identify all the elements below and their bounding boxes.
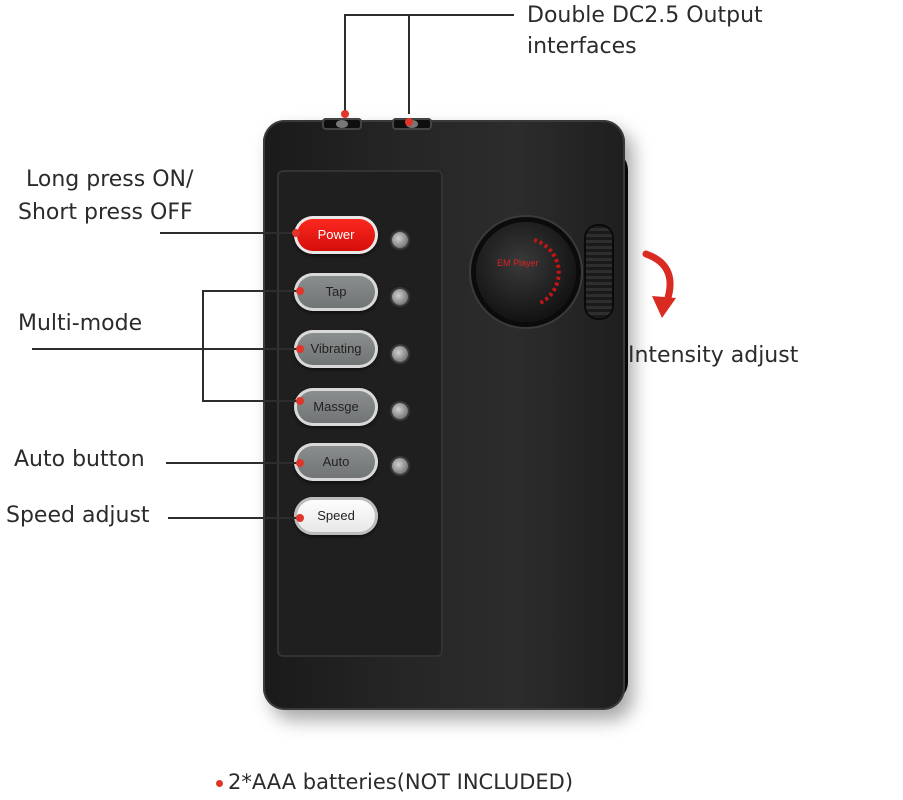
multi-mode-label: Multi-mode: [18, 311, 143, 336]
tap-dot: [296, 287, 304, 295]
battery-bullet: [216, 780, 223, 787]
power-led: [392, 232, 408, 248]
auto-leader: [166, 462, 300, 464]
power-label-line2: Short press OFF: [18, 200, 193, 225]
multi-leader-vibrating: [202, 348, 300, 350]
multi-leader-vertical: [202, 290, 204, 402]
tap-button[interactable]: Tap: [294, 273, 378, 311]
multi-leader-tap: [202, 290, 300, 292]
massage-dot: [296, 397, 304, 405]
rotate-arrow-icon: [642, 250, 676, 318]
power-dot: [292, 229, 300, 237]
power-label-line1: Long press ON/: [26, 167, 194, 192]
multi-leader-massage: [202, 400, 300, 402]
speed-button[interactable]: Speed: [294, 497, 378, 535]
auto-button-label: Auto button: [14, 447, 145, 472]
speed-leader: [168, 517, 300, 519]
intensity-adjust-label: Intensity adjust: [628, 343, 799, 368]
tap-led: [392, 289, 408, 305]
power-button[interactable]: Power: [294, 216, 378, 254]
dc-leader-top: [344, 14, 514, 16]
speed-adjust-label: Speed adjust: [6, 503, 150, 528]
auto-led: [392, 458, 408, 474]
vibrating-dot: [296, 345, 304, 353]
massage-button[interactable]: Massge: [294, 388, 378, 426]
auto-button[interactable]: Auto: [294, 443, 378, 481]
vibrating-led: [392, 346, 408, 362]
auto-dot: [296, 459, 304, 467]
dc-output-label-line2: interfaces: [527, 34, 637, 59]
vibrating-button[interactable]: Vibrating: [294, 330, 378, 368]
knob-label: EM Player: [497, 258, 539, 268]
power-leader: [160, 232, 296, 234]
batteries-note: 2*AAA batteries(NOT INCLUDED): [228, 770, 574, 794]
intensity-wheel[interactable]: [586, 226, 612, 318]
dc-leader-right: [408, 14, 410, 114]
dc-leader-left: [344, 14, 346, 114]
dc-output-label-line1: Double DC2.5 Output: [527, 3, 763, 28]
dc-port-left: [322, 118, 362, 130]
dc-dot-left: [341, 110, 349, 118]
speed-dot: [296, 514, 304, 522]
dc-dot-right: [405, 118, 413, 126]
massage-led: [392, 403, 408, 419]
multi-leader-main: [32, 348, 202, 350]
knob-scale: [533, 238, 561, 306]
